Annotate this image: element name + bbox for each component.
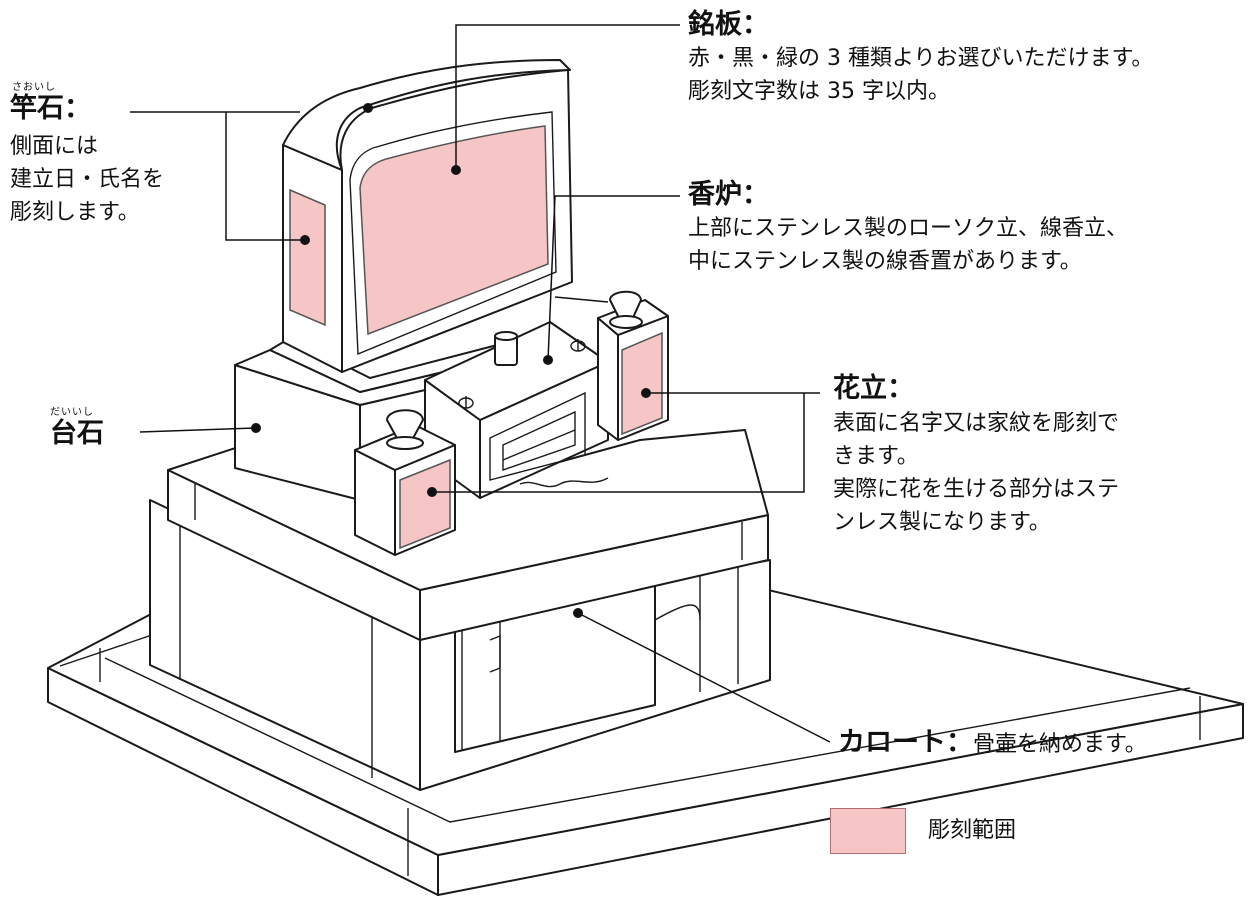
hanatate-desc-line4: ンレス製になります。	[833, 510, 1051, 535]
leader-karoto	[573, 608, 831, 743]
leader-meiban	[451, 24, 680, 175]
daiishi-title: 台石	[50, 418, 104, 449]
hanatate-right-engrave-area	[621, 331, 663, 436]
saoishi-side-engrave-area	[289, 188, 326, 327]
legend-label: 彫刻範囲	[928, 818, 1017, 843]
leader-daiishi	[139, 423, 261, 433]
hanatate-left	[354, 409, 456, 556]
leader-koro	[543, 195, 680, 365]
hanatate-title: 花立：	[833, 373, 914, 404]
karoto-label: カロート：骨壷を納めます。	[838, 726, 1147, 761]
legend-swatch	[830, 808, 906, 854]
saoishi-desc-line1: 側面には	[10, 134, 99, 159]
meiban-title: 銘板：	[688, 9, 769, 40]
meiban-desc-line1: 赤・黒・緑の 3 種類よりお選びいただけます。	[688, 46, 1154, 71]
meiban-engrave-area	[359, 125, 549, 336]
hanatate-desc-line2: きます。	[833, 444, 919, 469]
koro-desc-line2: 中にステンレス製の線香置があります。	[688, 249, 1082, 274]
saoishi-desc-line3: 彫刻します。	[10, 200, 140, 225]
meiban-desc-line2: 彫刻文字数は 35 字以内。	[688, 79, 950, 104]
saoishi-ruby: さおいし	[12, 82, 56, 93]
hanatate-right	[597, 290, 669, 441]
karoto-desc: 骨壷を納めます。	[973, 732, 1147, 757]
saoishi-title: 竿石：	[10, 93, 91, 124]
leader-hanatate	[427, 388, 820, 497]
hanatate-desc-line3: 実際に花を生ける部分はステ	[833, 477, 1120, 502]
koro-title: 香炉：	[688, 179, 769, 210]
koro	[424, 321, 609, 499]
leader-saoishi	[130, 103, 373, 245]
hanatate-left-engrave-area	[399, 458, 451, 550]
koro-desc-line1: 上部にステンレス製のローソク立、線香立、	[688, 216, 1129, 241]
bottom-platform	[47, 587, 1244, 896]
hanatate-desc-line1: 表面に名字又は家紋を彫刻で	[833, 411, 1120, 436]
saoishi-stone	[282, 59, 573, 373]
karoto-title: カロート：	[838, 727, 973, 758]
saoishi-desc-line2: 建立日・氏名を	[10, 167, 165, 192]
daiishi-ruby: だいいし	[50, 407, 94, 418]
